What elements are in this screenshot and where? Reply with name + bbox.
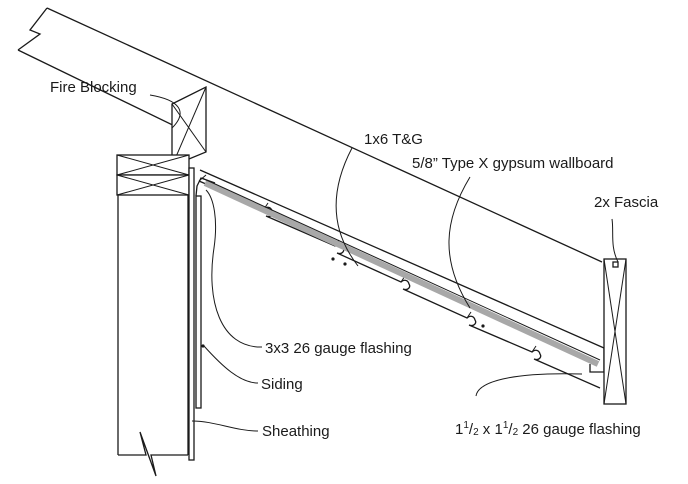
flashing-fascia-rest: 26 gauge flashing xyxy=(518,421,641,438)
leader-lines xyxy=(149,94,619,432)
siding xyxy=(195,195,205,409)
flashing-fascia-label: 11/2 x 11/2 26 gauge flashing xyxy=(455,420,641,438)
fascia-board xyxy=(603,258,627,405)
flashing-3x3 xyxy=(195,177,216,197)
flashing-fascia-numerator-2: 1 xyxy=(502,420,509,431)
flashing-3x3-label: 3x3 26 gauge flashing xyxy=(265,340,412,357)
gypsum-wallboard-label: 5/8” Type X gypsum wallboard xyxy=(412,155,614,172)
fire-blocking-label: Fire Blocking xyxy=(50,79,137,96)
flashing-fascia-whole-1: 1 xyxy=(455,421,464,438)
siding-label: Siding xyxy=(261,376,303,393)
fascia-label: 2x Fascia xyxy=(594,194,659,211)
sheathing xyxy=(188,167,195,461)
gypsum-wallboard xyxy=(201,177,601,367)
flashing-fascia-denominator-1: 2 xyxy=(473,427,479,438)
t-and-g-label: 1x6 T&G xyxy=(364,131,423,148)
flashing-fascia-denominator-2: 2 xyxy=(512,427,519,438)
rafter xyxy=(17,7,603,263)
fire-blocking xyxy=(171,85,207,167)
top-plate xyxy=(116,154,190,196)
wall-stud xyxy=(117,195,189,477)
flashing-fascia-numerator-1: 1 xyxy=(463,420,469,431)
flashing-fascia-mid: x 1 xyxy=(478,421,503,438)
sheathing-label: Sheathing xyxy=(262,423,330,440)
